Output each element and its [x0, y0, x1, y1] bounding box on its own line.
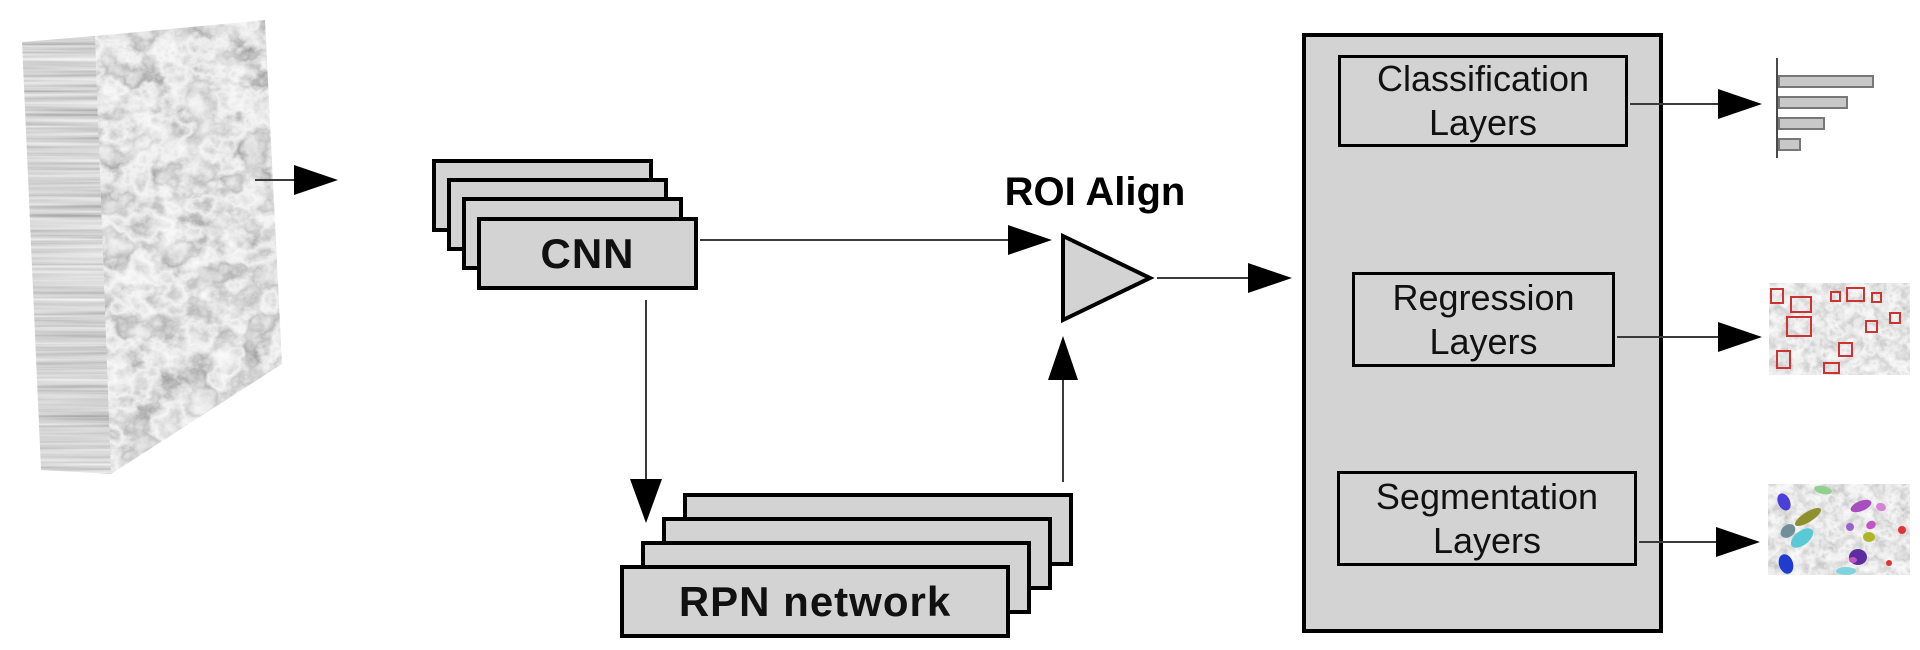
arrow-cnn-to-rpn-line [645, 300, 647, 480]
arrow-input-to-cnn-line [255, 179, 297, 181]
cnn-node: CNN [477, 217, 698, 290]
arrow-cnn-to-rpn-head [630, 479, 662, 523]
segmentation-line1: Segmentation [1375, 475, 1599, 517]
arrow-rpn-to-roi-line [1062, 380, 1064, 482]
volume-side-face [22, 36, 111, 474]
arrow-input-to-cnn-head [294, 165, 338, 195]
arrow-regression-output-head [1718, 322, 1762, 352]
cnn-label: CNN [540, 229, 635, 277]
segmentation-line2: Layers [1432, 519, 1542, 561]
chart-bar [1778, 138, 1801, 151]
chart-bar [1778, 75, 1874, 88]
chart-bar [1778, 96, 1848, 109]
volume-front-face [95, 20, 282, 474]
classification-line2: Layers [1428, 102, 1538, 143]
classification-layers-box: Classification Layers [1338, 55, 1628, 147]
arrow-classification-output-line [1630, 103, 1720, 105]
arrow-segmentation-output-head [1716, 527, 1760, 557]
arrow-cnn-to-roi-line [700, 239, 1010, 241]
roi-align-label: ROI Align [1004, 170, 1186, 214]
roi-align-triangle [1061, 232, 1155, 324]
arrow-roi-to-heads-head [1248, 263, 1292, 293]
arrow-cnn-to-roi-head [1008, 225, 1052, 255]
arrow-regression-output-line [1617, 336, 1720, 338]
segmentation-layers-box: Segmentation Layers [1337, 471, 1637, 566]
arrow-classification-output-head [1718, 89, 1762, 119]
segment-overlays [1777, 485, 1906, 575]
input-em-volume-image [22, 20, 282, 474]
classification-output-chart [1776, 58, 1908, 160]
classification-line1: Classification [1376, 58, 1590, 99]
arrow-rpn-to-roi-head [1048, 336, 1078, 380]
chart-bar [1778, 117, 1825, 130]
regression-line1: Regression [1392, 276, 1575, 318]
arrow-segmentation-output-line [1639, 541, 1720, 543]
red-box-overlays [1770, 287, 1901, 374]
chart-axis [1776, 58, 1778, 158]
rpn-label: RPN network [678, 577, 952, 625]
regression-layers-box: Regression Layers [1352, 272, 1615, 367]
regression-output-image [1769, 283, 1910, 375]
rpn-node: RPN network [620, 565, 1010, 638]
arrow-roi-to-heads-line [1157, 277, 1250, 279]
regression-line2: Layers [1429, 320, 1538, 362]
segmentation-output-image [1768, 484, 1910, 575]
